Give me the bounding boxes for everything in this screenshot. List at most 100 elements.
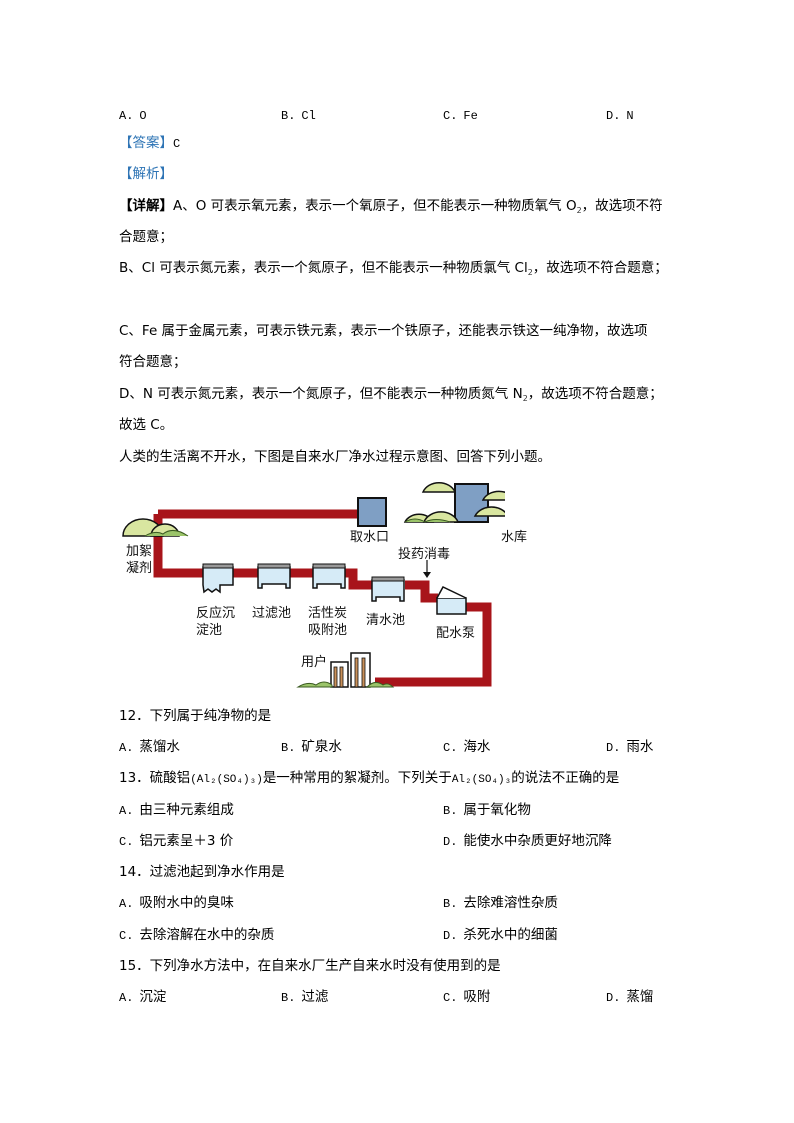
detail-text: B、Cl 可表示氮元素，表示一个氮原子，但不能表示一种物质氯气 Cl xyxy=(119,260,528,276)
option-text: 去除溶解在水中的杂质 xyxy=(139,927,275,943)
option-key: B. xyxy=(443,897,458,911)
option-text: 能使水中杂质更好地沉降 xyxy=(463,833,612,849)
option-key: A. xyxy=(119,109,134,123)
option-text: 过滤 xyxy=(301,989,329,1005)
pump-icon xyxy=(436,586,467,615)
option-key: B. xyxy=(281,991,296,1005)
q13-option-c: C.铝元素呈＋3 价 xyxy=(119,833,233,850)
label-coagulant-2: 凝剂 xyxy=(126,561,153,576)
option-key: A. xyxy=(119,741,134,755)
detail-c-line1: C、Fe 属于金属元素，可表示铁元素，表示一个铁原子，还能表示铁这一纯净物，故选… xyxy=(119,323,648,339)
option-text: O xyxy=(139,109,147,123)
stem-text: 的说法不正确的是 xyxy=(511,770,620,786)
stem-text: 13．硫酸铝 xyxy=(119,770,191,786)
analysis-label: 【解析】 xyxy=(119,166,173,182)
label-user: 用户 xyxy=(301,655,328,670)
option-text: Cl xyxy=(301,109,316,123)
disinfect-arrow-icon xyxy=(423,560,431,578)
q15-stem: 15．下列净水方法中，在自来水厂生产自来水时没有使用到的是 xyxy=(119,958,501,974)
q13-option-d: D.能使水中杂质更好地沉降 xyxy=(443,833,612,850)
q14-option-c: C. 去除溶解在水中的杂质 xyxy=(119,927,274,944)
detail-text: ，故选项不符合题意； xyxy=(532,260,668,276)
detail-conclusion: 故选 C。 xyxy=(119,417,174,433)
detail-b-line: B、Cl 可表示氮元素，表示一个氮原子，但不能表示一种物质氯气 Cl2，故选项不… xyxy=(119,260,668,281)
option-text: 矿泉水 xyxy=(301,739,342,755)
q14-stem: 14．过滤池起到净水作用是 xyxy=(119,864,285,880)
label-carbon-1: 活性炭 xyxy=(308,606,348,621)
q14-option-d: D. 杀死水中的细菌 xyxy=(443,927,558,944)
q15-option-b: B. 过滤 xyxy=(281,989,328,1006)
option-key: A. xyxy=(119,991,134,1005)
label-coagulant-1: 加絮 xyxy=(126,544,153,559)
formula: Al₂(SO₄)₃ xyxy=(451,774,512,786)
option-key: C. xyxy=(119,929,134,943)
detail-a-line1: 【详解】A、O 可表示氧元素，表示一个氧原子，但不能表示一种物质氧气 O2，故选… xyxy=(119,198,663,219)
label-disinfect: 投药消毒 xyxy=(398,547,451,562)
q13-stem: 13．硫酸铝(Al₂(SO₄)₃)是一种常用的絮凝剂。下列关于Al₂(SO₄)₃… xyxy=(119,770,619,788)
option-key: D. xyxy=(606,109,621,123)
label-pump: 配水泵 xyxy=(436,626,476,641)
option-key: B. xyxy=(281,109,296,123)
q12-option-a: A. 蒸馏水 xyxy=(119,739,180,756)
option-key: A. xyxy=(119,804,134,818)
option-key: C. xyxy=(443,991,458,1005)
option-text: 蒸馏 xyxy=(626,989,654,1005)
option-text: 属于氧化物 xyxy=(463,802,531,818)
label-intake: 取水口 xyxy=(350,530,390,545)
q11-option-a: A. O xyxy=(119,107,147,124)
option-key: A. xyxy=(119,897,134,911)
intake-box xyxy=(357,497,387,527)
option-key: D. xyxy=(606,741,621,755)
option-text: N xyxy=(626,109,634,123)
label-clear: 清水池 xyxy=(366,613,406,628)
option-text: 吸附水中的臭味 xyxy=(139,895,234,911)
detail-text: ，故选项不符 xyxy=(581,198,663,214)
detail-text: A、O 可表示氧元素，表示一个氧原子，但不能表示一种物质氧气 O xyxy=(173,198,577,214)
detail-c-line2: 符合题意； xyxy=(119,354,187,370)
detail-label: 【详解】 xyxy=(119,198,173,214)
label-filter: 过滤池 xyxy=(252,606,292,621)
option-key: C. xyxy=(443,109,458,123)
option-text: 海水 xyxy=(463,739,491,755)
q12-option-d: D. 雨水 xyxy=(606,739,653,756)
label-carbon-2: 吸附池 xyxy=(308,623,348,638)
q12-option-b: B. 矿泉水 xyxy=(281,739,342,756)
q13-option-a: A. 由三种元素组成 xyxy=(119,802,234,819)
option-key: C. xyxy=(443,741,458,755)
option-text: 雨水 xyxy=(626,739,654,755)
option-text: 吸附 xyxy=(463,989,491,1005)
option-text: 杀死水中的细菌 xyxy=(463,927,558,943)
filter-tank-icon xyxy=(257,563,291,589)
option-text: 蒸馏水 xyxy=(139,739,180,755)
formula: (Al₂(SO₄)₃) xyxy=(190,774,263,786)
q15-option-c: C. 吸附 xyxy=(443,989,490,1006)
option-text: 由三种元素组成 xyxy=(139,802,234,818)
water-treatment-diagram xyxy=(122,482,505,688)
user-buildings-icon xyxy=(296,652,395,688)
q11-option-d: D. N xyxy=(606,107,634,124)
detail-a-line2: 合题意； xyxy=(119,229,173,245)
sedimentation-tank-icon xyxy=(202,563,234,594)
label-reservoir: 水库 xyxy=(501,530,528,545)
option-key: D. xyxy=(443,929,458,943)
subscript: 2 xyxy=(527,268,533,277)
option-key: B. xyxy=(281,741,296,755)
clear-water-tank-icon xyxy=(371,576,405,602)
q11-option-c: C.Fe xyxy=(443,107,478,124)
intro-text: 人类的生活离不开水，下图是自来水厂净水过程示意图、回答下列小题。 xyxy=(119,449,551,465)
option-key: D. xyxy=(606,991,621,1005)
option-text: 铝元素呈＋3 价 xyxy=(139,833,234,849)
answer-label: 【答案】 xyxy=(119,135,173,151)
label-sediment-2: 淀池 xyxy=(196,623,223,638)
detail-text: ，故选项不符合题意； xyxy=(527,386,663,402)
reservoir-icon xyxy=(403,482,505,523)
q13-option-b: B. 属于氧化物 xyxy=(443,802,531,819)
q15-option-a: A.沉淀 xyxy=(119,989,166,1006)
option-key: B. xyxy=(443,804,458,818)
q15-option-d: D. 蒸馏 xyxy=(606,989,653,1006)
q14-option-a: A. 吸附水中的臭味 xyxy=(119,895,234,912)
label-sediment-1: 反应沉 xyxy=(196,606,236,621)
q12-stem: 12．下列属于纯净物的是 xyxy=(119,708,272,724)
carbon-tank-icon xyxy=(312,563,346,589)
q12-option-c: C. 海水 xyxy=(443,739,490,756)
